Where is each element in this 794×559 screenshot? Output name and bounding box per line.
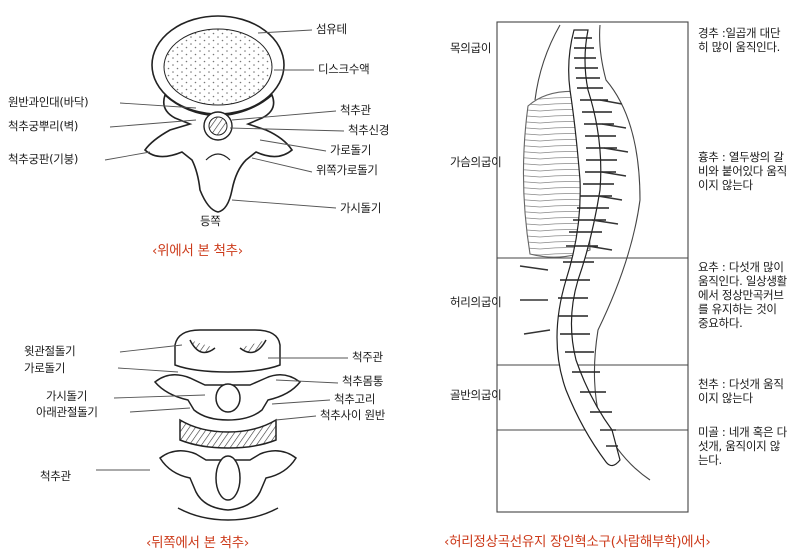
caption-side-view: ‹허리정상곡선유지 장인혁소구(사람해부학)에서› xyxy=(444,534,711,550)
label-back-spinal-canal-left: 척추관 xyxy=(40,470,71,483)
back-view-vertebrae xyxy=(155,330,300,520)
label-lower-articular-process: 아래관절돌기 xyxy=(36,406,98,419)
label-transverse-process: 가로돌기 xyxy=(330,144,371,157)
label-vertebral-arch: 척추고리 xyxy=(334,393,375,406)
label-spinal-canal: 척추관 xyxy=(340,104,371,117)
top-view-vertebra xyxy=(145,16,292,212)
label-disc-fluid: 디스크수액 xyxy=(318,63,369,76)
label-region-pelvic: 골반의굽이 xyxy=(450,389,501,402)
label-vertebral-body: 척추몸통 xyxy=(342,375,383,388)
note-sacrum: 천추 : 다섯개 움직이지 않는다 xyxy=(698,377,790,405)
note-coccyx: 미골 : 네개 혹은 다섯개, 움직이지 않는다. xyxy=(698,425,790,467)
label-back-spinous-process: 가시돌기 xyxy=(46,390,87,403)
label-intervertebral-disc: 척추사이 원반 xyxy=(320,409,385,422)
caption-top-view: ‹위에서 본 척추› xyxy=(152,243,243,259)
note-thoracic: 흉추 : 열두쌍의 갈비와 붙어있다 움직이지 않는다 xyxy=(698,150,790,192)
label-back: 등쪽 xyxy=(200,215,221,228)
note-lumbar: 요추 : 다섯개 많이 움직인다. 일상생활에서 정상만곡커브를 유지하는 것이… xyxy=(698,260,790,330)
label-spinal-nerve: 척추신경 xyxy=(348,124,389,137)
label-posterior-ligament: 원반과인대(바닥) xyxy=(8,96,88,109)
label-spinous-process: 가시돌기 xyxy=(340,202,381,215)
label-upper-articular-process: 윗관절돌기 xyxy=(24,345,75,358)
label-pedicle: 척추궁뿌리(벽) xyxy=(8,120,78,133)
label-back-transverse-process: 가로돌기 xyxy=(24,362,65,375)
label-region-thoracic: 가슴의굽이 xyxy=(450,156,501,169)
note-cervical: 경추 :일곱개 대단히 많이 움직인다. xyxy=(698,26,790,54)
label-region-lumbar: 허리의굽이 xyxy=(450,296,501,309)
label-region-cervical: 목의굽이 xyxy=(450,42,491,55)
label-lamina: 척추궁판(기붕) xyxy=(8,153,78,166)
label-upper-transverse-process: 위쪽가로돌기 xyxy=(316,164,378,177)
label-back-spinal-canal-right: 척주관 xyxy=(352,351,383,364)
label-fibrous-ring: 섬유테 xyxy=(316,23,347,36)
caption-back-view: ‹뒤쪽에서 본 척추› xyxy=(146,535,249,551)
